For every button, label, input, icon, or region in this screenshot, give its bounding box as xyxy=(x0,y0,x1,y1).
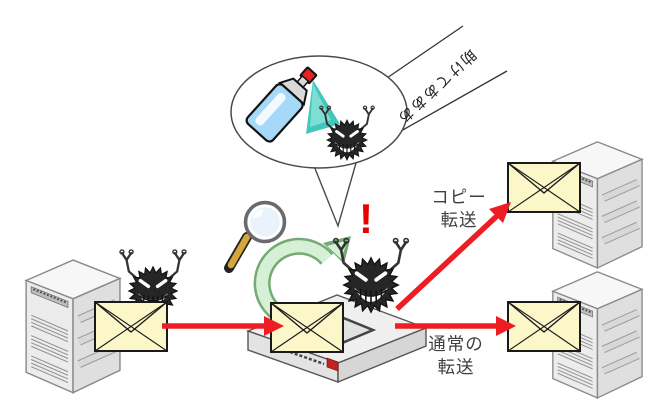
red-arrow-normal-forward xyxy=(395,316,516,336)
normal-forward-label-line1: 通常の xyxy=(428,334,484,354)
envelope-icon-normal xyxy=(507,301,581,352)
spray-can-icon xyxy=(245,66,318,143)
exclamation-mark: ! xyxy=(359,195,373,242)
speech-bubble xyxy=(230,55,408,229)
normal-forward-label-line2: 転送 xyxy=(437,357,475,377)
copy-forward-label: コピー 転送 xyxy=(406,186,512,232)
red-arrow-copy-forward xyxy=(395,202,511,312)
envelope-icon-left xyxy=(94,301,168,352)
envelope-icon-center xyxy=(270,302,344,353)
red-arrow-incoming xyxy=(162,316,284,336)
envelope-icon-copy xyxy=(507,162,581,213)
normal-forward-label: 通常の 転送 xyxy=(406,333,506,379)
magnifier-icon xyxy=(224,200,287,273)
copy-forward-label-line2: 転送 xyxy=(440,210,478,230)
copy-forward-label-line1: コピー xyxy=(431,187,487,207)
scream-lines xyxy=(383,25,508,132)
